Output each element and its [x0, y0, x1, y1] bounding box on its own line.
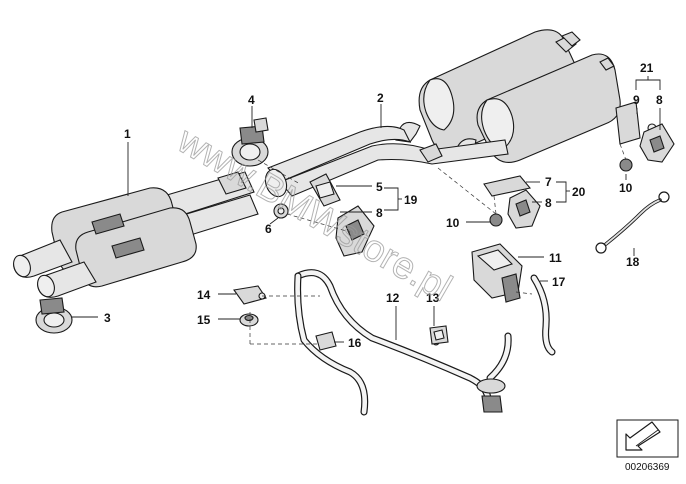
callout-7: 7 — [545, 175, 552, 189]
bracket-front — [309, 173, 341, 207]
callout-10a: 10 — [446, 216, 460, 230]
callout-20: 20 — [572, 185, 586, 199]
reference-number: 00206369 — [625, 462, 670, 473]
callout-17: 17 — [552, 275, 566, 289]
callout-18: 18 — [626, 255, 640, 269]
grommet — [429, 325, 449, 345]
rubber-mount-right — [639, 123, 675, 163]
rear-silencer — [395, 29, 621, 163]
callout-5: 5 — [376, 180, 383, 194]
hose-valve — [476, 378, 506, 413]
callout-10b: 10 — [619, 181, 633, 195]
callout-11: 11 — [549, 251, 562, 265]
callout-6: 6 — [265, 222, 272, 236]
callout-1: 1 — [124, 127, 131, 141]
callout-15: 15 — [197, 313, 211, 327]
callout-19: 19 — [404, 193, 418, 207]
rubber-mount-rear — [507, 189, 541, 229]
centre-silencer-pipe — [264, 125, 509, 198]
nut-rear — [489, 213, 503, 227]
callout-9: 9 — [633, 93, 640, 107]
nut-front — [273, 203, 289, 219]
callout-8c: 8 — [656, 93, 663, 107]
vacuum-hose-long — [294, 269, 512, 416]
callout-4: 4 — [248, 93, 255, 107]
callout-14: 14 — [197, 288, 211, 302]
clamp-upper — [231, 117, 269, 167]
callout-13: 13 — [426, 291, 440, 305]
callout-8b: 8 — [545, 196, 552, 210]
callout-16: 16 — [348, 336, 362, 350]
nut-right — [619, 158, 633, 172]
reference-box: 00206369 — [616, 419, 679, 473]
rubber-mount-front — [335, 205, 375, 257]
ground-cable — [595, 191, 670, 254]
arrow-icon — [625, 421, 661, 451]
catalytic-converter — [13, 171, 259, 298]
vacuum-hose-short — [530, 274, 556, 356]
callout-8a: 8 — [376, 206, 383, 220]
bracket-rear — [483, 175, 532, 197]
holder — [233, 285, 267, 305]
vacuum-unit — [471, 243, 523, 303]
hose-clip — [315, 331, 337, 351]
callout-3: 3 — [104, 311, 111, 325]
callout-21: 21 — [640, 61, 654, 75]
nut-holder — [239, 313, 259, 327]
clamp-lower — [35, 297, 73, 334]
callout-2: 2 — [377, 91, 384, 105]
callout-12: 12 — [386, 291, 400, 305]
